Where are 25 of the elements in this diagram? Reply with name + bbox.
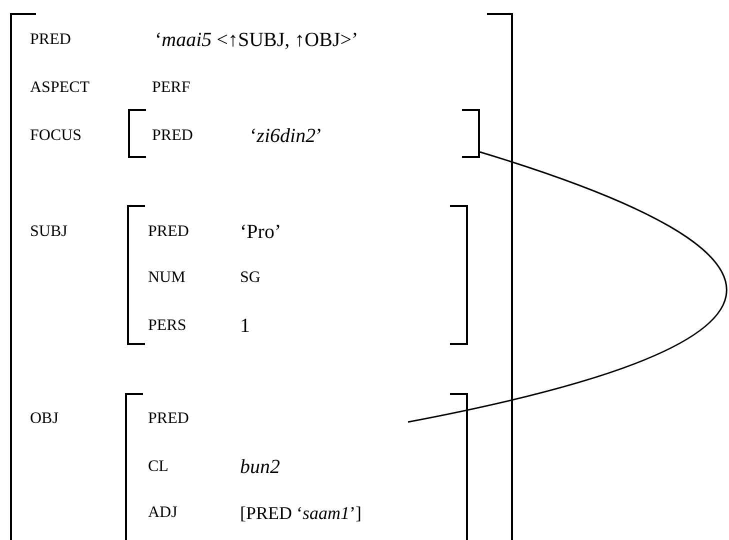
feature-value: [PRED ‘saam1’] <box>240 502 362 525</box>
feature-label: CL <box>148 457 168 477</box>
f-structure-bracket <box>10 13 513 540</box>
obj-f-structure <box>125 393 468 540</box>
feature-value: SG <box>240 268 260 288</box>
feature-label: ADJ <box>148 503 178 523</box>
feature-value: bun2 <box>240 455 280 479</box>
feature-label: SUBJ <box>30 222 68 242</box>
feature-value: ‘maai5 <↑SUBJ, ↑OBJ>’ <box>155 28 358 52</box>
feature-label: PRED <box>30 30 71 50</box>
feature-label: FOCUS <box>30 126 82 146</box>
feature-value: 1 <box>240 314 250 338</box>
feature-value: ‘Pro’ <box>240 220 282 244</box>
feature-value: ‘zi6din2’ <box>250 124 322 148</box>
feature-label: ASPECT <box>30 78 90 98</box>
feature-label: NUM <box>148 268 186 288</box>
feature-label: PERS <box>148 316 186 336</box>
focus-f-structure <box>128 109 480 158</box>
feature-label: PRED <box>148 409 189 429</box>
feature-label: PRED <box>148 222 189 242</box>
feature-label: OBJ <box>30 409 58 429</box>
connector-curve <box>408 151 726 423</box>
feature-label: PRED <box>152 126 193 146</box>
subj-f-structure <box>127 205 468 345</box>
feature-value: PERF <box>152 78 190 98</box>
